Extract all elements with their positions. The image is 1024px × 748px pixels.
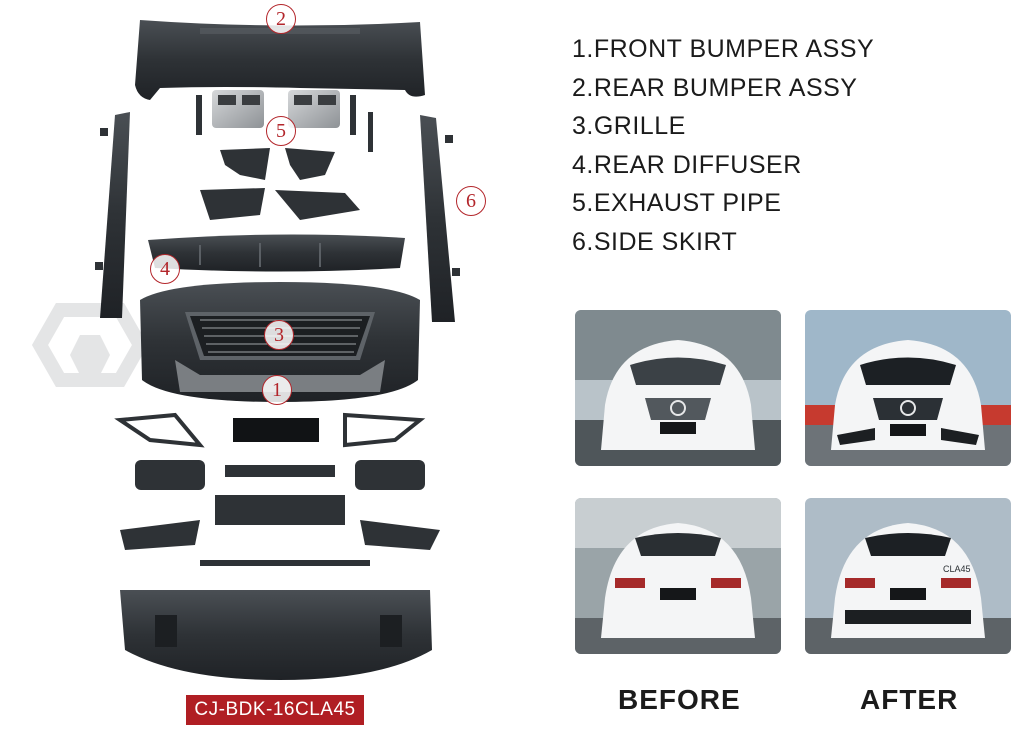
before-label: BEFORE [618, 684, 741, 715]
parts-list-item: 1.FRONT BUMPER ASSY [572, 35, 875, 63]
marker-exhaust-pipe: 5 [266, 116, 296, 146]
parts-list: 1.FRONT BUMPER ASSY 2.REAR BUMPER ASSY 3… [572, 30, 874, 261]
photo-rear-before [575, 498, 781, 654]
product-code-badge: CJ-BDK-16CLA45 [186, 695, 364, 725]
photo-front-before [575, 310, 781, 466]
parts-list-item: 3.GRILLE [572, 112, 686, 140]
after-label: AFTER [860, 684, 959, 715]
parts-list-item: 5.EXHAUST PIPE [572, 189, 782, 217]
marker-rear-bumper: 2 [266, 4, 296, 34]
parts-list-item: 6.SIDE SKIRT [572, 227, 738, 256]
marker-side-skirt: 6 [456, 186, 486, 216]
side-skirts [95, 112, 460, 322]
marker-front-bumper: 1 [262, 375, 292, 405]
license-plate-holder [233, 418, 319, 442]
photo-front-after [805, 310, 1011, 466]
photo-rear-after: CLA45 [805, 498, 1011, 654]
mounting-brackets [200, 148, 360, 220]
parts-list-item: 4.REAR DIFFUSER [572, 150, 802, 179]
rear-badge-text: CLA45 [943, 564, 971, 574]
undertray [120, 590, 432, 680]
exhaust-pipes [196, 90, 373, 152]
trim-parts [114, 412, 440, 566]
rear-diffuser [148, 234, 405, 272]
parts-list-item: 2.REAR BUMPER ASSY [572, 73, 858, 102]
parts-illustration: 2 5 6 4 3 1 [95, 4, 486, 680]
marker-rear-diffuser: 4 [150, 254, 180, 284]
marker-grille: 3 [264, 320, 294, 350]
